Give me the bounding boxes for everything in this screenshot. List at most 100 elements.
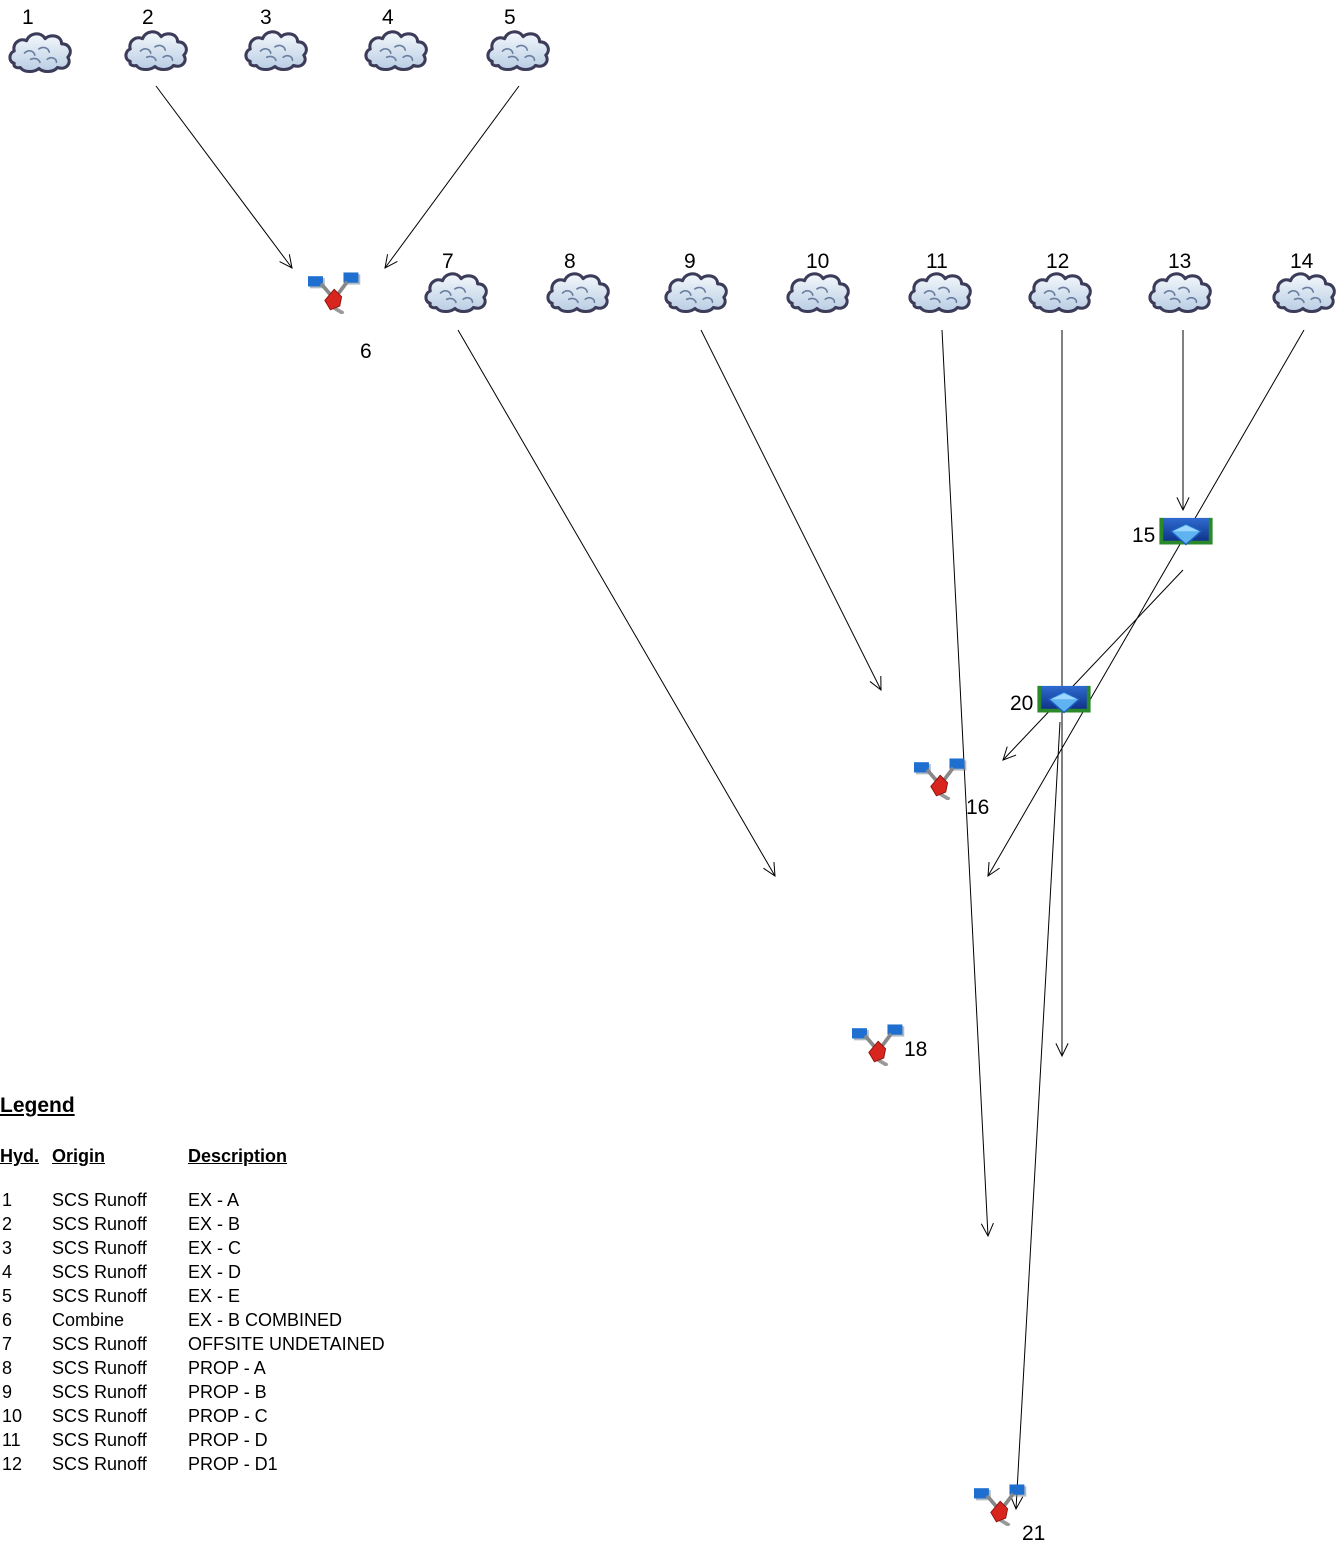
legend-row: 10 SCS Runoff PROP - C: [0, 1406, 520, 1430]
node-runoff-7[interactable]: 7: [424, 250, 488, 314]
node-runoff-14[interactable]: 14: [1272, 250, 1336, 314]
cloud-icon: [124, 30, 188, 72]
legend-title: Legend: [0, 1094, 75, 1117]
node-label: 11: [926, 250, 948, 273]
node-runoff-10[interactable]: 10: [786, 250, 850, 314]
legend-origin: SCS Runoff: [52, 1358, 147, 1378]
legend-origin: SCS Runoff: [52, 1286, 147, 1306]
node-reservoir-15[interactable]: 15: [1132, 516, 1213, 547]
arrowhead: [1176, 497, 1190, 512]
node-label: 4: [382, 6, 394, 29]
legend-header-origin: Origin: [52, 1146, 105, 1166]
node-label: 1: [22, 6, 34, 29]
legend-hyd: 7: [2, 1334, 13, 1354]
arrowhead: [869, 675, 882, 692]
node-runoff-4[interactable]: 4: [364, 6, 428, 72]
node-label: 15: [1132, 524, 1155, 547]
cloud-icon: [786, 272, 850, 314]
node-label: 6: [360, 340, 372, 363]
cloud-icon: [8, 32, 72, 74]
legend-row: 1 SCS Runoff EX - A: [0, 1190, 520, 1214]
node-label: 12: [1046, 250, 1069, 273]
junction-icon: [914, 758, 969, 800]
cloud-icon: [664, 272, 728, 314]
legend-description: PROP - C: [188, 1406, 268, 1426]
legend-row: 6 Combine EX - B COMBINED: [0, 1310, 520, 1334]
node-label: 9: [684, 250, 696, 273]
legend-hyd: 3: [2, 1238, 13, 1258]
flow-arrow-9-to-16: [700, 329, 882, 692]
legend-description: OFFSITE UNDETAINED: [188, 1334, 385, 1354]
node-combine-18[interactable]: 18: [852, 1024, 927, 1066]
node-combine-16[interactable]: 16: [914, 758, 989, 819]
legend-hyd: 6: [2, 1310, 13, 1330]
node-runoff-5[interactable]: 5: [486, 6, 550, 72]
flow-line: [987, 329, 1305, 877]
flow-arrow-14-to-18: [987, 329, 1305, 877]
arrowhead: [1010, 1495, 1024, 1511]
flow-arrow-15-to-16: [1002, 569, 1184, 761]
legend-origin: Combine: [52, 1310, 125, 1330]
legend-description: EX - A: [188, 1190, 240, 1210]
flow-line: [941, 329, 989, 1237]
legend-origin: SCS Runoff: [52, 1238, 147, 1258]
node-runoff-9[interactable]: 9: [664, 250, 728, 314]
legend-description: PROP - D: [188, 1430, 268, 1450]
legend-row: 3 SCS Runoff EX - C: [0, 1238, 520, 1262]
node-runoff-2[interactable]: 2: [124, 6, 188, 72]
node-runoff-3[interactable]: 3: [244, 6, 308, 72]
legend-origin: SCS Runoff: [52, 1382, 147, 1402]
node-runoff-12[interactable]: 12: [1028, 250, 1092, 314]
flow-arrows: [155, 85, 1305, 1511]
node-runoff-8[interactable]: 8: [546, 250, 610, 314]
cloud-icon: [1272, 272, 1336, 314]
arrowhead: [980, 1222, 994, 1238]
flow-arrow-13-to-15: [1176, 330, 1190, 512]
node-combine-6[interactable]: 6: [308, 272, 372, 363]
node-label: 14: [1290, 250, 1314, 273]
flow-line: [155, 85, 293, 269]
legend-hyd: 10: [2, 1406, 23, 1426]
legend-description: EX - E: [188, 1286, 241, 1306]
arrowhead: [987, 862, 1000, 877]
legend-row: 9 SCS Runoff PROP - B: [0, 1382, 520, 1406]
flow-line: [1015, 721, 1061, 1510]
arrowhead: [1055, 1043, 1069, 1058]
arrowhead: [384, 254, 398, 269]
legend-origin: SCS Runoff: [52, 1262, 147, 1282]
legend-hyd: 1: [2, 1190, 13, 1210]
node-label: 20: [1010, 692, 1033, 715]
flow-arrow-5-to-6: [384, 85, 520, 269]
legend-origin: SCS Runoff: [52, 1334, 147, 1354]
cloud-icon: [546, 272, 610, 314]
flow-line: [457, 329, 776, 877]
cloud-icon: [1148, 272, 1212, 314]
legend-origin: SCS Runoff: [52, 1454, 147, 1474]
node-label: 18: [904, 1038, 927, 1061]
node-runoff-13[interactable]: 13: [1148, 250, 1212, 314]
node-runoff-1[interactable]: 1: [8, 6, 72, 74]
legend-row: 7 SCS Runoff OFFSITE UNDETAINED: [0, 1334, 520, 1358]
node-label: 10: [806, 250, 829, 273]
cloud-icon: [908, 272, 972, 314]
node-label: 2: [142, 6, 154, 29]
legend-row: 8 SCS Runoff PROP - A: [0, 1358, 520, 1382]
legend-row: 4 SCS Runoff EX - D: [0, 1262, 520, 1286]
node-runoff-11[interactable]: 11: [908, 250, 972, 314]
arrowhead: [279, 254, 293, 269]
junction-icon: [852, 1024, 907, 1066]
legend-description: PROP - B: [188, 1382, 267, 1402]
cloud-icon: [244, 30, 308, 72]
legend-description: EX - B COMBINED: [188, 1310, 343, 1330]
legend-origin: SCS Runoff: [52, 1190, 147, 1210]
legend-description: EX - D: [188, 1262, 242, 1282]
node-combine-21[interactable]: 21: [974, 1484, 1045, 1545]
flow-line: [1002, 569, 1184, 761]
node-reservoir-20[interactable]: 20: [1010, 684, 1091, 715]
reservoir-icon: [1037, 684, 1091, 715]
flow-arrow-7-to-18: [457, 329, 776, 877]
legend-origin: SCS Runoff: [52, 1430, 147, 1450]
legend-description: EX - C: [188, 1238, 242, 1258]
legend-hyd: 5: [2, 1286, 13, 1306]
